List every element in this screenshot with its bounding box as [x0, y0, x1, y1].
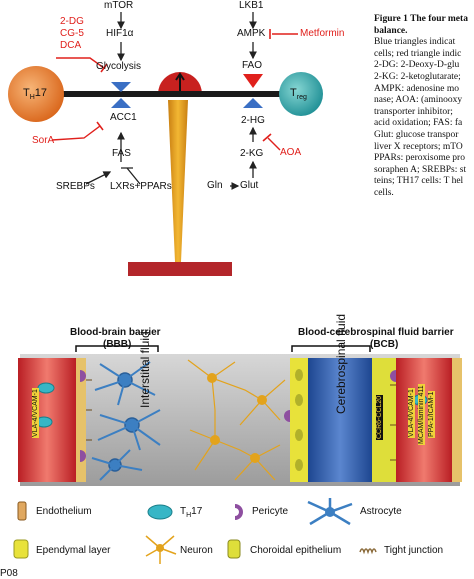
pericyte-legend-icon: [235, 504, 243, 520]
page-number: P08: [0, 568, 18, 579]
endothelium-left: [76, 358, 86, 482]
label-2kg: 2-KG: [240, 148, 264, 159]
caption-line: 2-KG: 2-ketoglutarate;: [374, 71, 461, 82]
legend-icons: [13, 498, 377, 564]
red-triangle-fao: [243, 74, 263, 88]
label-lkb1: LKB1: [239, 0, 264, 11]
bcb-abbr: (BCB): [370, 339, 399, 350]
choroidal-legend-icon: [227, 539, 241, 559]
caption-line: teins; TH17 cells: T hel: [374, 176, 464, 187]
legend-ependymal: Ependymal layer: [36, 545, 111, 556]
metabolic-balance-diagram: [8, 12, 323, 276]
caption-line: cells.: [374, 187, 394, 198]
csf-channel: [308, 358, 372, 482]
caption-line: Glut: glucose transpor: [374, 129, 459, 140]
blue-triangle-acc1: [111, 98, 131, 108]
vla4-vcam1-label: VLA-4/VCAM-1: [32, 388, 39, 438]
caption-line: liver X receptors; mTO: [374, 141, 463, 152]
caption-title-line2: balance.: [374, 25, 408, 36]
bcb-label-3: PPA-1/ICAM-1: [428, 390, 435, 438]
caption-line: soraphen A; SREBPs: st: [374, 164, 467, 175]
th17-legend-icon: [147, 504, 173, 520]
caption-line: PPARs: peroxisome pro: [374, 153, 465, 164]
label-th17: TH17: [23, 87, 48, 102]
caption-line: cells; red triangle indic: [374, 48, 462, 59]
label-hif1a: HIF1α: [106, 28, 134, 39]
pericyte: [80, 450, 86, 462]
legend-pericyte: Pericyte: [252, 506, 289, 517]
figure-caption: Figure 1 The four meta balance. Blue tri…: [374, 14, 474, 200]
label-metformin: Metformin: [300, 28, 345, 39]
label-fas: FAS: [112, 148, 131, 159]
legend-choroidal: Choroidal epithelium: [250, 545, 342, 556]
caption-title-line1: Figure 1 The four meta: [374, 14, 468, 24]
th17-cell-vessel: [37, 382, 55, 394]
label-fao: FAO: [242, 60, 263, 71]
legend-astrocyte: Astrocyte: [360, 506, 402, 517]
ccr6-ccl20-label: CCR6-CCL20: [376, 394, 383, 440]
barrier-diagram: [18, 345, 462, 486]
endothelium-legend-icon: [17, 501, 27, 521]
label-ampk: AMPK: [237, 28, 266, 39]
th17-cell: [8, 66, 64, 122]
blue-triangle-glycolysis: [111, 82, 131, 92]
blue-triangle-2hg: [243, 98, 263, 108]
label-gln: Gln: [207, 180, 223, 191]
caption-line: 2-DG: 2-Deoxy-D-glu: [374, 60, 460, 71]
label-2hg: 2-HG: [241, 115, 265, 126]
tight-junction-legend-icon: [359, 548, 377, 555]
ependymal-legend-icon: [13, 539, 29, 559]
bbb-title: Blood-brain barrier: [70, 327, 161, 338]
endothelium-right: [452, 358, 462, 482]
label-glycolysis: Glycolysis: [96, 61, 142, 72]
treg-cell: [279, 72, 323, 116]
label-treg: Treg: [290, 87, 307, 102]
caption-line: Blue triangles indicat: [374, 37, 456, 48]
legend-endothelium: Endothelium: [36, 506, 92, 517]
interstitial-fluid-label: Interstitial fluid: [138, 331, 152, 408]
pericyte: [390, 370, 396, 382]
label-cg5: CG-5: [60, 28, 84, 39]
balance-base: [128, 262, 232, 276]
legend-th17: TH17: [180, 506, 203, 519]
legend-tight-junction: Tight junction: [384, 545, 444, 556]
label-lxrs-ppars: LXRs+PPARs: [110, 181, 172, 192]
astrocyte-legend-icon: [307, 498, 353, 526]
label-mtor: mTOR: [104, 0, 134, 11]
label-sora: SorA: [32, 135, 55, 146]
label-aoa: AOA: [280, 147, 302, 158]
label-2dg: 2-DG: [60, 16, 84, 27]
caption-line: acid oxidation; FAS: fa: [374, 118, 463, 129]
bbb-abbr: (BBB): [103, 339, 132, 350]
balance-beam: [58, 91, 302, 97]
caption-line: AMPK: adenosine mo: [374, 83, 459, 94]
balance-stand: [168, 100, 188, 262]
legend-neuron: Neuron: [180, 545, 213, 556]
label-dca: DCA: [60, 40, 82, 51]
caption-line: nase; AOA: (aminooxy: [374, 95, 463, 106]
pericyte: [284, 410, 290, 422]
ependymal-layer: [290, 358, 308, 482]
neuron-legend-icon: [145, 535, 177, 564]
label-srebps: SREBPs: [56, 181, 95, 192]
bcb-label-2: MCAM/laminin 411: [418, 384, 425, 445]
bcb-title: Blood-cerebrospinal fluid barrier: [298, 327, 454, 338]
label-glut: Glut: [240, 180, 259, 191]
csf-label: Cerebrospinal fluid: [334, 313, 348, 414]
pericyte: [80, 370, 86, 382]
caption-line: transporter inhibitor;: [374, 106, 453, 117]
label-acc1: ACC1: [110, 112, 137, 123]
bcb-label-1: VLA-4/VCAM-1: [408, 388, 415, 438]
